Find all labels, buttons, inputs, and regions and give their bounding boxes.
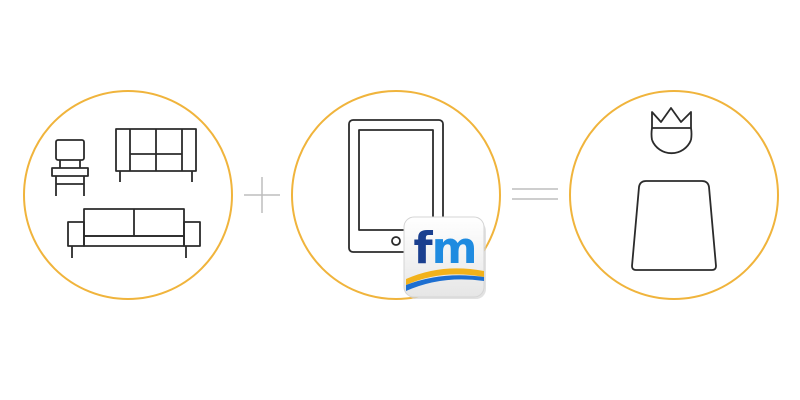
device-group [291,90,501,300]
device-circle [291,90,501,300]
result-group [569,90,779,300]
fm-logo-text: fm [402,227,488,271]
sofa-icon [67,208,201,258]
logo-letter-f: f [413,223,432,274]
cabinet-icon [115,128,197,182]
logo-letter-m: m [431,223,478,274]
king-icon [631,107,717,271]
fm-app-logo: fm [402,215,488,301]
plus-icon [244,177,280,213]
furniture-group [23,90,233,300]
tablet-icon [348,119,444,253]
chair-icon [51,139,89,196]
equals-icon [512,188,558,200]
result-circle [569,90,779,300]
furniture-circle [23,90,233,300]
fm-app-logo-icon [403,216,486,299]
